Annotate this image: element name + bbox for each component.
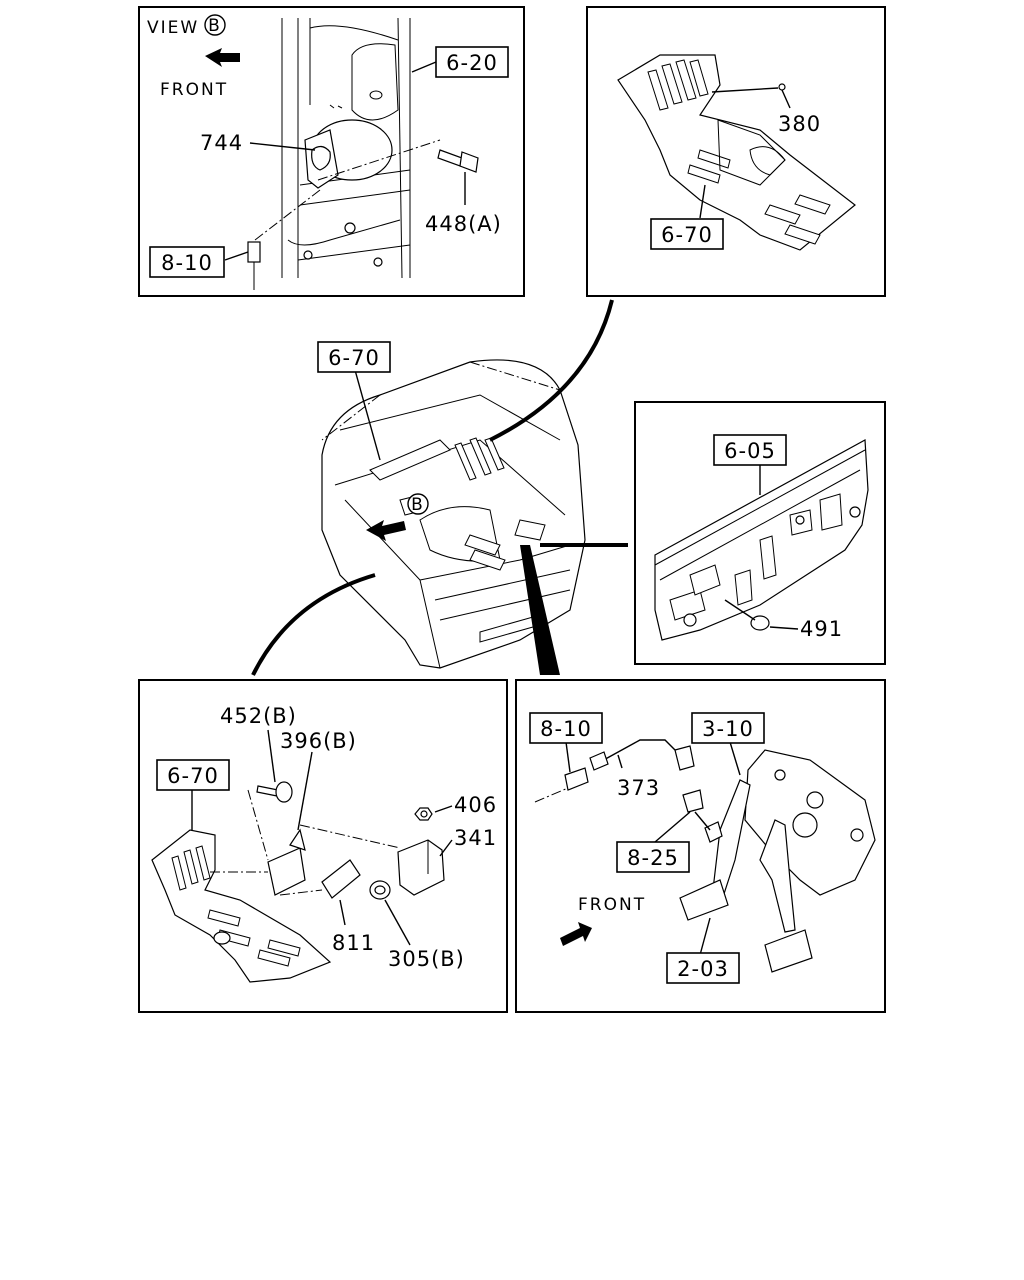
cab-circle-marker xyxy=(407,493,429,515)
cab-interior-slots xyxy=(369,437,546,571)
front-label-pedal: FRONT xyxy=(578,895,646,915)
front-label-view: FRONT xyxy=(160,80,228,100)
dash-panel-art xyxy=(654,439,869,641)
panel-floor-top: 380 6-70 xyxy=(586,6,886,297)
cab-circle-letter: B xyxy=(411,495,425,515)
ref-8-10-br: 8-10 xyxy=(540,717,592,741)
ref-3-10: 3-10 xyxy=(702,717,754,741)
part-811-label: 811 xyxy=(332,931,375,955)
part-452b-label: 452(B) xyxy=(220,704,297,728)
cab-front-arrow-icon xyxy=(366,520,406,541)
connector-8-10 xyxy=(247,241,261,290)
ref-6-70-bl: 6-70 xyxy=(167,764,219,788)
callout-connectors xyxy=(251,299,628,676)
view-circle-marker xyxy=(204,14,226,36)
view-circle-letter: B xyxy=(208,16,222,36)
ref-6-20: 6-20 xyxy=(446,51,498,75)
part-406-label: 406 xyxy=(454,793,497,817)
panel-dash: 6-05 491 xyxy=(634,401,886,665)
ref-8-10-top: 8-10 xyxy=(161,251,213,275)
module-811 xyxy=(321,859,361,899)
nut-305b xyxy=(369,880,391,900)
ref-6-70-mid: 6-70 xyxy=(328,346,380,370)
part-396b-label: 396(B) xyxy=(280,729,357,753)
nut-406 xyxy=(414,807,433,821)
front-arrow-icon xyxy=(205,48,240,67)
floor-panel-art xyxy=(617,54,856,251)
part-380-label: 380 xyxy=(778,112,821,136)
pedal-assembly-art xyxy=(679,749,876,973)
view-label: VIEW xyxy=(147,18,199,38)
panel-view-b: VIEW B FRONT 744 448(A) 6-20 8-10 xyxy=(138,6,525,297)
part-744-label: 744 xyxy=(200,131,243,155)
bracket-396b xyxy=(267,828,306,896)
ref-6-70-top: 6-70 xyxy=(661,223,713,247)
part-448a-label: 448(A) xyxy=(425,212,502,236)
ref-6-05: 6-05 xyxy=(724,439,776,463)
floor-panel-small-art xyxy=(151,829,332,983)
part-341-label: 341 xyxy=(454,826,497,850)
pedal-front-arrow-icon xyxy=(560,922,592,946)
ref-8-25: 8-25 xyxy=(627,846,679,870)
part-373-label: 373 xyxy=(617,776,660,800)
cab-overview: B 6-70 xyxy=(317,341,586,669)
view-b-body-panel xyxy=(281,17,411,279)
part-491-grommet xyxy=(750,615,770,631)
bracket-341 xyxy=(397,839,445,896)
wire-harness-373 xyxy=(534,739,711,831)
panel-pedals: FRONT 8-10 3-10 8-25 2-03 373 xyxy=(515,679,886,1013)
part-305b-label: 305(B) xyxy=(388,947,465,971)
panel-bracket: 6-70 452(B) 396(B) 406 341 811 305(B) xyxy=(138,679,508,1013)
part-744-clip xyxy=(304,129,339,189)
bolt-452b xyxy=(256,781,293,803)
ref-2-03: 2-03 xyxy=(677,957,729,981)
part-448a-bolt xyxy=(437,149,479,173)
part-491-label: 491 xyxy=(800,617,843,641)
